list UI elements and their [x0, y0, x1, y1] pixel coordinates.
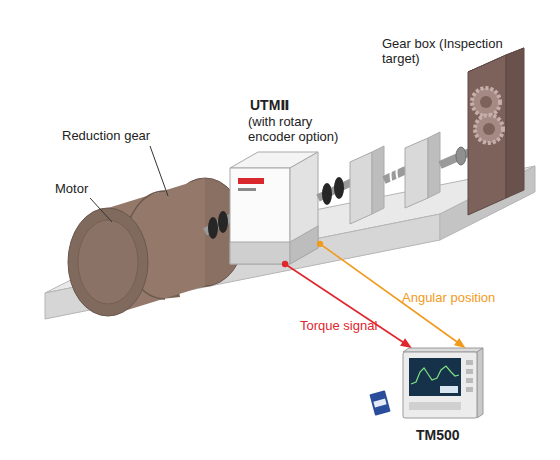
sd-card-label — [373, 399, 386, 408]
gear-hub — [480, 96, 492, 108]
torque-meter-front — [230, 168, 290, 264]
bearing-block-side — [428, 132, 440, 198]
device-note: (with rotary encoder option) — [248, 114, 348, 144]
indicator-button — [466, 369, 473, 374]
part-label: Gear box (Inspection target) — [382, 36, 507, 66]
torque-meter: UTMⅡ(with rotary encoder option) — [228, 152, 320, 264]
connector-line — [285, 264, 404, 343]
coupling — [334, 177, 344, 199]
bearing-block — [350, 152, 372, 224]
screen-value — [440, 386, 458, 393]
device-name: UTMⅡ — [250, 98, 330, 113]
indicator-button — [466, 378, 473, 383]
brand-logo — [238, 178, 264, 184]
gear — [475, 115, 503, 143]
model-plate — [238, 188, 256, 191]
break-mark — [391, 164, 399, 183]
indicator-side — [477, 348, 483, 418]
torque-meter-foot — [230, 242, 290, 264]
bearing-block-side — [372, 146, 384, 214]
part-label: Reduction gear — [62, 128, 172, 143]
arrow-head — [400, 338, 412, 348]
leader-line — [90, 198, 112, 222]
torque-indicator: TM500 — [400, 348, 484, 424]
coupling — [208, 217, 218, 239]
gear — [472, 88, 500, 116]
indicator-top — [403, 348, 483, 352]
signal-label: Angular position — [402, 290, 495, 305]
gear-hub — [483, 123, 495, 135]
motor-face-inner — [78, 220, 138, 304]
signal-port — [317, 241, 323, 247]
gearbox-front — [468, 55, 506, 215]
shaft — [384, 170, 406, 180]
torque-meter-side — [290, 152, 318, 264]
torque-signal-arrow — [282, 261, 412, 348]
device-name: TM500 — [416, 428, 486, 443]
indicator-button — [466, 360, 473, 365]
arrow-head — [454, 338, 466, 348]
waveform — [411, 366, 459, 384]
indicator-keypad — [409, 402, 461, 410]
gearbox-side — [506, 48, 524, 198]
collar — [456, 147, 466, 165]
torque-meter-foot — [290, 226, 318, 264]
coupling — [218, 211, 228, 233]
sd-card — [369, 390, 390, 415]
part-label: Motor — [55, 181, 115, 196]
bearing-block — [405, 138, 428, 208]
signal-label: Torque signal — [300, 318, 377, 333]
leader-line — [150, 146, 168, 196]
indicator-screen — [409, 358, 461, 396]
signal-port — [282, 261, 288, 267]
motor-face — [68, 208, 148, 316]
coupling — [322, 183, 332, 205]
indicator-body — [403, 352, 477, 418]
indicator-button — [466, 387, 473, 392]
